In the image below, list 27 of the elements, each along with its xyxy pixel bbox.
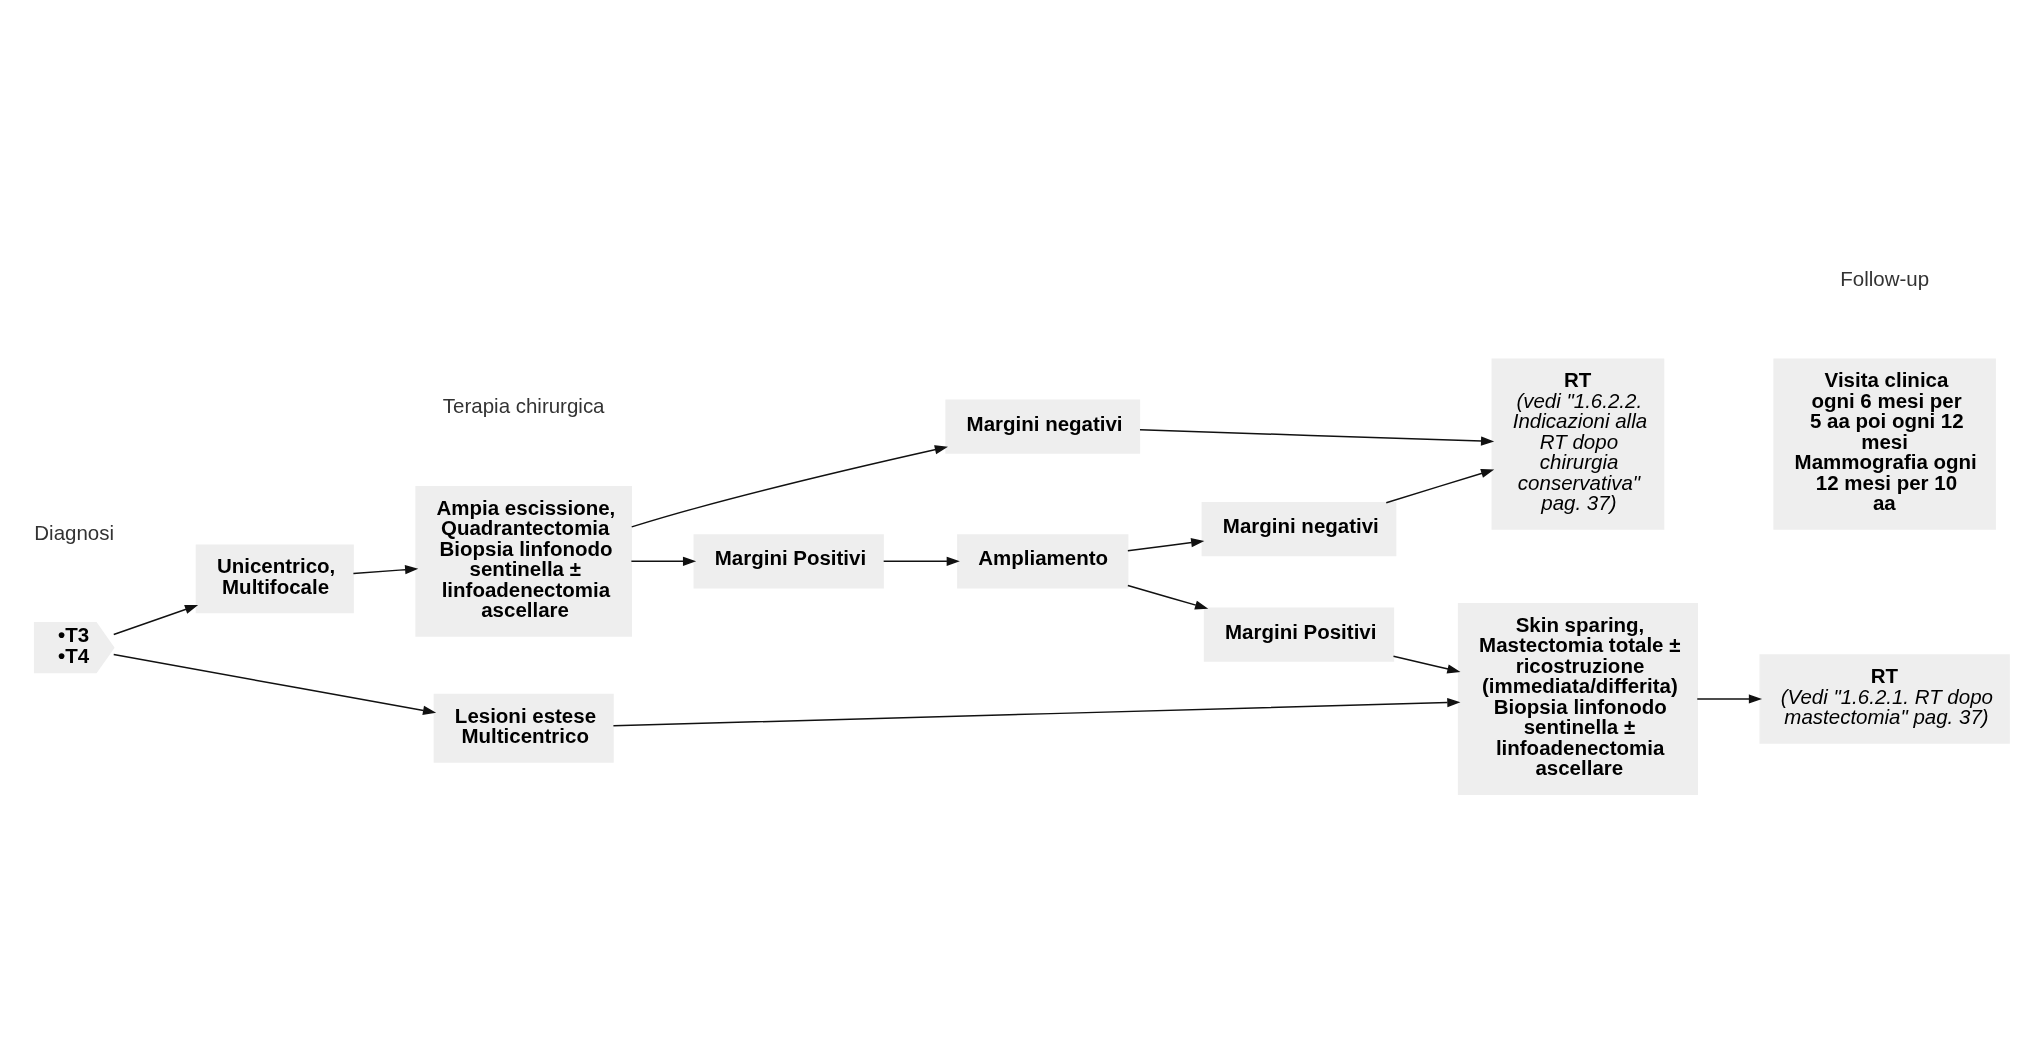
node-box: Unicentrico, Multifocale <box>195 544 354 614</box>
arrow <box>113 605 199 636</box>
arrow <box>1696 694 1763 704</box>
arrow <box>1385 468 1495 504</box>
node-box: Skin sparing, Mastectomia totale ± ricostruzione (immediata/differita) Biopsia linfonodo sentinella ± linfoadenectomia ascellare <box>1457 603 1698 795</box>
node-box: RT (Vedi "1.6.2.1. RT dopo mastectomia" pag. 37) <box>1759 654 2010 744</box>
arrow <box>113 653 437 715</box>
arrow <box>352 565 419 575</box>
arrow <box>630 556 697 566</box>
arrow <box>612 697 1461 727</box>
node-box: Ampliamento <box>957 534 1129 589</box>
node-box: Margini negativi <box>945 399 1141 454</box>
arrow <box>882 556 960 566</box>
node-box: Margini Positivi <box>1203 607 1395 662</box>
node-box: RT (vedi "1.6.2.2. Indicazioni alla RT dopo chirurgia conservativa" pag. 37) <box>1491 358 1665 530</box>
node-box: Margini Positivi <box>693 534 884 589</box>
arrow <box>631 445 948 528</box>
label: Diagnosi <box>34 521 115 545</box>
arrow <box>1127 538 1205 552</box>
node-box: Ampia escissione, Quadrantectomia Biopsia linfonodo sentinella ± linfoadenectomia ascellare <box>415 485 633 637</box>
label: Follow-up <box>1840 266 1930 290</box>
arrow <box>1127 584 1209 610</box>
label: Terapia chirurgica <box>442 394 605 418</box>
arrow <box>1139 429 1495 446</box>
arrow <box>1392 655 1461 674</box>
node-box: Lesioni estese Multicentrico <box>433 693 614 763</box>
node-box: Margini negativi <box>1201 502 1397 557</box>
